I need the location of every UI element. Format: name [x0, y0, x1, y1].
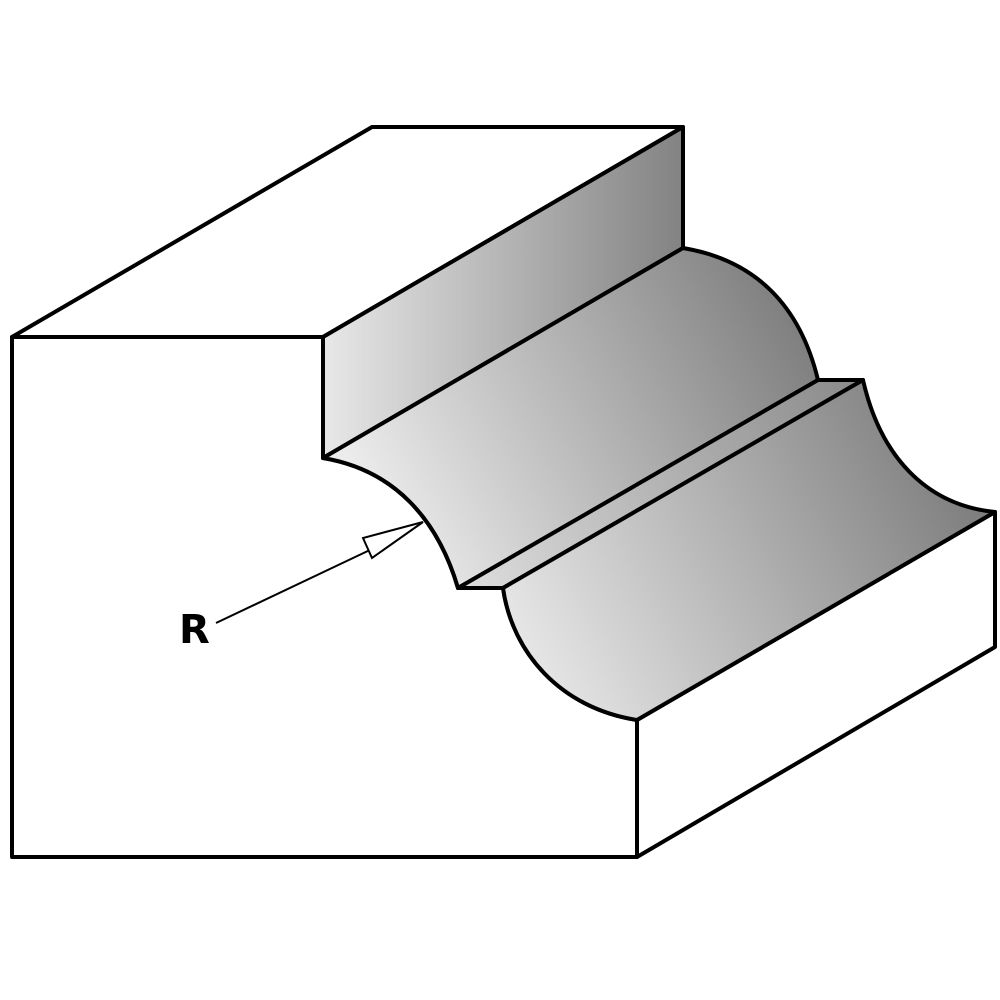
radius-leader-line: [215, 548, 373, 624]
radius-arrowhead: [361, 521, 424, 560]
lower-cove-surface: [501, 378, 997, 722]
radius-label: R: [179, 607, 210, 653]
